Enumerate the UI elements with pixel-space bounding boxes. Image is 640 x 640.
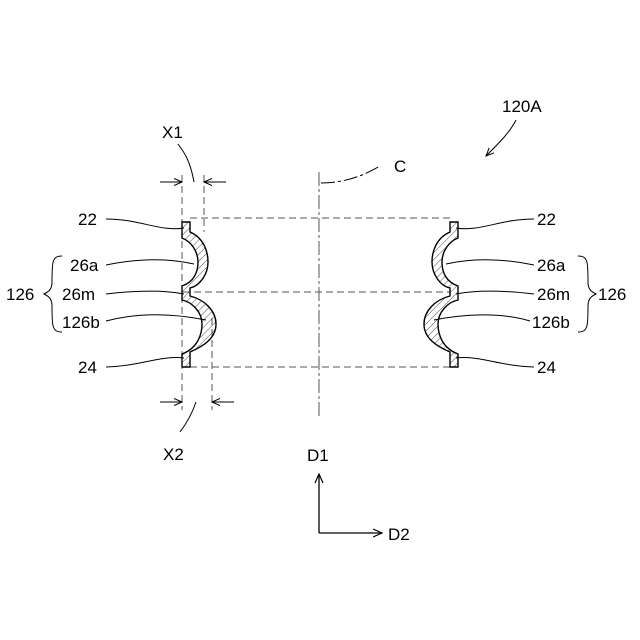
- right-label-24: 24: [537, 358, 556, 377]
- dim-x1-label: X1: [162, 123, 183, 142]
- right-label-26m: 26m: [537, 285, 570, 304]
- right-leader-126b: [434, 315, 530, 321]
- right-bellows-section: [424, 222, 458, 367]
- figure-id-arrow: [486, 120, 516, 156]
- left-leader-26m: [106, 291, 184, 294]
- direction-d1-label: D1: [307, 446, 329, 465]
- dim-x1-leader: [178, 144, 194, 182]
- right-label-22: 22: [537, 210, 556, 229]
- left-leader-24: [106, 357, 184, 367]
- left-leader-26a: [106, 260, 194, 265]
- right-leader-24: [456, 357, 534, 367]
- right-leader-26a: [446, 260, 534, 265]
- direction-d2-label: D2: [388, 525, 410, 544]
- left-bellows-section: [182, 222, 216, 367]
- center-axis-label: C: [394, 157, 406, 176]
- left-label-26m: 26m: [62, 285, 95, 304]
- left-label-26a: 26a: [70, 256, 99, 275]
- figure-id-label: 120A: [502, 97, 542, 116]
- left-leader-126b: [106, 315, 206, 321]
- left-label-126b: 126b: [62, 313, 100, 332]
- left-leader-22: [106, 219, 184, 229]
- right-label-126b: 126b: [532, 313, 570, 332]
- left-group-brace: [44, 256, 62, 332]
- right-group-brace: [578, 256, 596, 332]
- left-label-24: 24: [78, 358, 97, 377]
- right-leader-22: [456, 219, 534, 229]
- left-label-22: 22: [78, 210, 97, 229]
- right-label-26a: 26a: [537, 256, 566, 275]
- right-leader-26m: [456, 291, 534, 294]
- right-label-126: 126: [598, 285, 626, 304]
- left-label-126: 126: [6, 285, 34, 304]
- dim-x2-label: X2: [163, 445, 184, 464]
- center-axis-leader: [321, 166, 380, 183]
